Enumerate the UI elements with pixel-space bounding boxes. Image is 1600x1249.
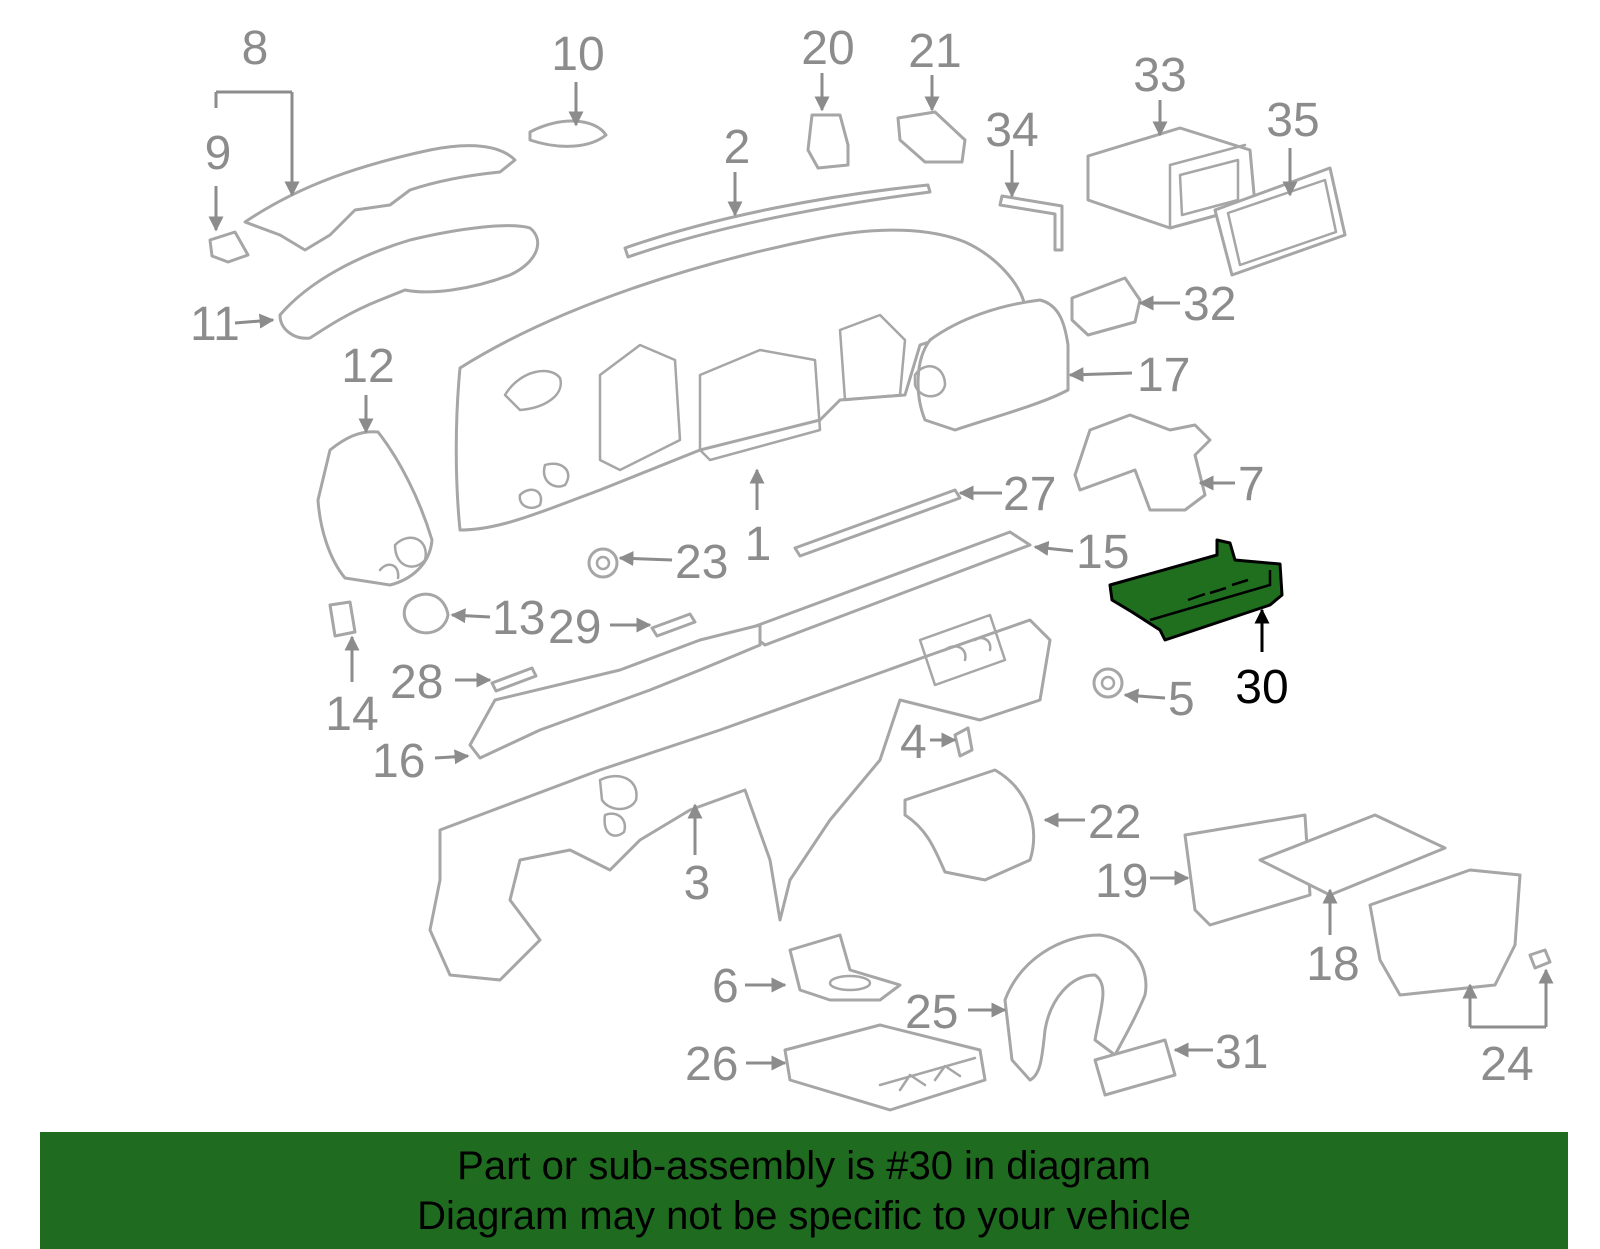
part-32-switch — [1070, 276, 1142, 337]
part-16-duct — [468, 623, 762, 760]
callout-29: 29 — [548, 601, 601, 654]
part-28 — [490, 666, 538, 693]
callout-34: 34 — [985, 104, 1038, 157]
part-27-rod — [793, 488, 962, 558]
callout-labels: 8 10 20 21 33 9 34 35 2 11 32 12 17 7 27… — [190, 22, 1534, 1091]
callout-25: 25 — [905, 986, 958, 1039]
callout-4: 4 — [900, 716, 927, 769]
callout-2: 2 — [724, 121, 751, 174]
part-19-bracket — [1183, 813, 1312, 927]
info-banner: Part or sub-assembly is #30 in diagram D… — [40, 1132, 1568, 1249]
callout-13: 13 — [492, 592, 545, 645]
part-22-bracket — [903, 768, 1036, 882]
part-24-bracket — [1368, 868, 1522, 997]
callout-33: 33 — [1133, 49, 1186, 102]
part-14 — [328, 600, 357, 638]
callout-7: 7 — [1238, 458, 1265, 511]
callout-23: 23 — [675, 536, 728, 589]
callout-9: 9 — [205, 127, 232, 180]
callout-11: 11 — [190, 298, 240, 351]
callout-19: 19 — [1095, 855, 1148, 908]
part-21-bracket — [896, 110, 967, 164]
callout-30: 30 — [1235, 661, 1288, 714]
callout-24: 24 — [1480, 1038, 1533, 1091]
part-12-column-cover — [316, 430, 434, 587]
part-9-clip — [208, 230, 250, 264]
parts-diagram: 8 10 20 21 33 9 34 35 2 11 32 12 17 7 27… — [190, 22, 1554, 1112]
part-15-panel — [743, 530, 1032, 647]
callout-26: 26 — [685, 1038, 738, 1091]
part-2-trim — [623, 183, 932, 259]
callout-35: 35 — [1266, 94, 1319, 147]
callout-12: 12 — [341, 340, 394, 393]
part-10 — [528, 119, 608, 148]
callout-6: 6 — [712, 960, 739, 1013]
part-24-clip — [1528, 948, 1552, 970]
callout-16: 16 — [372, 735, 425, 788]
part-11-hood — [278, 224, 540, 340]
part-4-clip — [953, 726, 974, 758]
part-23-grommet — [587, 547, 619, 579]
callout-3: 3 — [684, 857, 711, 910]
callout-32: 32 — [1183, 278, 1236, 331]
callout-22: 22 — [1088, 796, 1141, 849]
part-29 — [650, 612, 697, 638]
callout-5: 5 — [1168, 673, 1195, 726]
callout-18: 18 — [1306, 938, 1359, 991]
part-20-switch — [806, 113, 850, 170]
part-34 — [998, 194, 1064, 252]
callout-28: 28 — [390, 656, 443, 709]
callout-1: 1 — [745, 518, 772, 571]
callout-21: 21 — [908, 25, 961, 78]
callout-15: 15 — [1076, 526, 1129, 579]
part-8-cover — [243, 144, 517, 252]
part-30-highlight — [1108, 538, 1284, 642]
callout-27: 27 — [1003, 468, 1056, 521]
part-18-tray — [1258, 813, 1447, 897]
callout-8: 8 — [242, 22, 269, 75]
callout-14: 14 — [325, 688, 378, 741]
part-7-duct — [1073, 413, 1212, 512]
banner-line-2: Diagram may not be specific to your vehi… — [417, 1193, 1191, 1238]
callout-10: 10 — [551, 28, 604, 81]
part-1-dashboard — [454, 228, 1027, 532]
part-6-bracket — [788, 933, 902, 1002]
part-5-grommet — [1092, 667, 1124, 699]
callout-20: 20 — [801, 22, 854, 75]
part-13 — [402, 592, 450, 635]
part-26-console — [783, 1023, 987, 1112]
part-31 — [1093, 1038, 1177, 1097]
banner-line-1: Part or sub-assembly is #30 in diagram — [457, 1143, 1151, 1188]
callout-17: 17 — [1137, 349, 1190, 402]
leader-lines — [208, 73, 1554, 1071]
part-17-airbag — [916, 298, 1070, 432]
callout-31: 31 — [1215, 1026, 1268, 1079]
